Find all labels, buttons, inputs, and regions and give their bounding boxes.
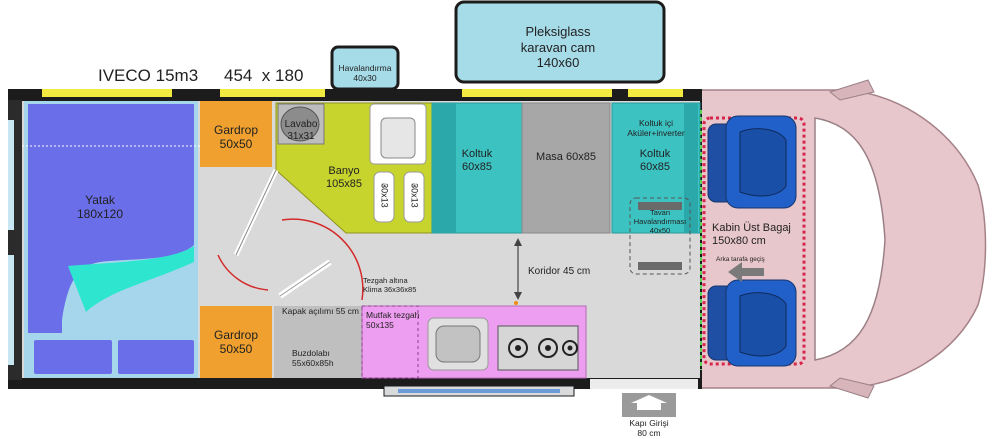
mirror-top [828, 79, 875, 101]
corridor-arrow-head [514, 292, 522, 300]
bathroom-label: Banyo 105x85 [325, 165, 363, 191]
shower-drain [382, 183, 386, 187]
roof-vent-label: Havalandırma 40x30 [338, 63, 392, 84]
cabin-storage-label: Kabin Üst Bagaj 150x80 cm [712, 222, 791, 248]
sink-bowl [280, 106, 320, 142]
ac-unit-outline [361, 305, 419, 379]
burner-center [545, 345, 551, 351]
shower-drain [412, 183, 416, 187]
roof-vent [330, 45, 400, 91]
window-strip [628, 89, 683, 97]
ceiling-vent-label: Tavan Havalandırması 40x50 [633, 208, 687, 235]
window-strip [42, 89, 172, 97]
orange-dot [514, 301, 518, 305]
kitchen-sink-bowl [435, 325, 481, 363]
table [521, 102, 611, 234]
wardrobe-top [200, 101, 272, 167]
fridge-label: Buzdolabı 55x60x85h [292, 348, 334, 369]
ceiling-vent [629, 197, 691, 275]
bed-label: Yatak 180x120 [76, 193, 124, 222]
sink-label: Lavabo 31x31 [284, 119, 318, 142]
rear-passage-arrow [728, 262, 764, 282]
seat-left-label: Koltuk 60x85 [461, 148, 493, 174]
table-label: Masa 60x85 [536, 151, 596, 163]
door-swing-arc [217, 254, 269, 291]
wardrobe-bottom [200, 306, 272, 378]
door-swing-arc [281, 218, 364, 301]
burner [538, 338, 558, 358]
seat-left-back [432, 103, 456, 233]
corridor-arrow-head [514, 238, 522, 246]
vehicle-dimensions: 454 x 180 [224, 66, 304, 85]
vehicle-title: IVECO 15m3 [98, 66, 199, 85]
bathroom-door-edge [235, 169, 277, 256]
entrance-gap [590, 379, 698, 389]
bed-window [8, 120, 14, 230]
cab-seat-bottom [707, 279, 797, 367]
window-strip [220, 89, 325, 97]
wardrobe-bottom-label: Gardrop 50x50 [213, 328, 259, 357]
burner-center [567, 345, 573, 351]
bed-cushion [34, 340, 112, 374]
bed-cushion [118, 340, 194, 374]
bed [28, 104, 194, 333]
shower-tray [403, 171, 425, 223]
entrance-arrow [631, 395, 667, 410]
cabinet-door-edge [279, 261, 331, 297]
entrance-label: Kapı Girişi 80 cm [629, 418, 669, 439]
skylight [454, 0, 666, 84]
bottom-window-glass [398, 389, 560, 393]
rear-passage-label: Arka tarafa geçiş [716, 256, 765, 263]
windshield [814, 117, 886, 361]
toilet-seat [380, 117, 416, 159]
burner [508, 338, 528, 358]
seat-right-note: Koltuk içi Aküler+inverter [627, 118, 685, 139]
ceiling-vent-handle [638, 262, 682, 270]
cab-seat-top [707, 115, 797, 209]
window-strip [462, 89, 612, 97]
kitchen-counter-label: Mutfak tezgah 50x135 [366, 310, 420, 331]
mirror-bottom [828, 377, 875, 399]
bed-accent [68, 246, 194, 312]
shower-left-label: 30x13 [379, 183, 390, 208]
burner-center [515, 345, 521, 351]
shower-tray [373, 171, 395, 223]
corridor-label: Koridor 45 cm [528, 266, 591, 277]
burner [562, 340, 578, 356]
shower-right-label: 30x13 [409, 183, 420, 208]
wardrobe-top-label: Gardrop 50x50 [213, 123, 259, 152]
door-opening-label: Kapak açılımı 55 cm [282, 306, 360, 316]
skylight-label: Pleksiglass karavan cam 140x60 [520, 24, 596, 71]
seat-right-label: Koltuk 60x85 [639, 148, 671, 174]
ceiling-vent-handle [638, 202, 682, 210]
ac-note-label: Tezgah altına Klima 36x36x85 [363, 276, 417, 294]
bed-window [8, 255, 14, 365]
fridge [274, 306, 362, 378]
seat-right-back [684, 103, 698, 233]
